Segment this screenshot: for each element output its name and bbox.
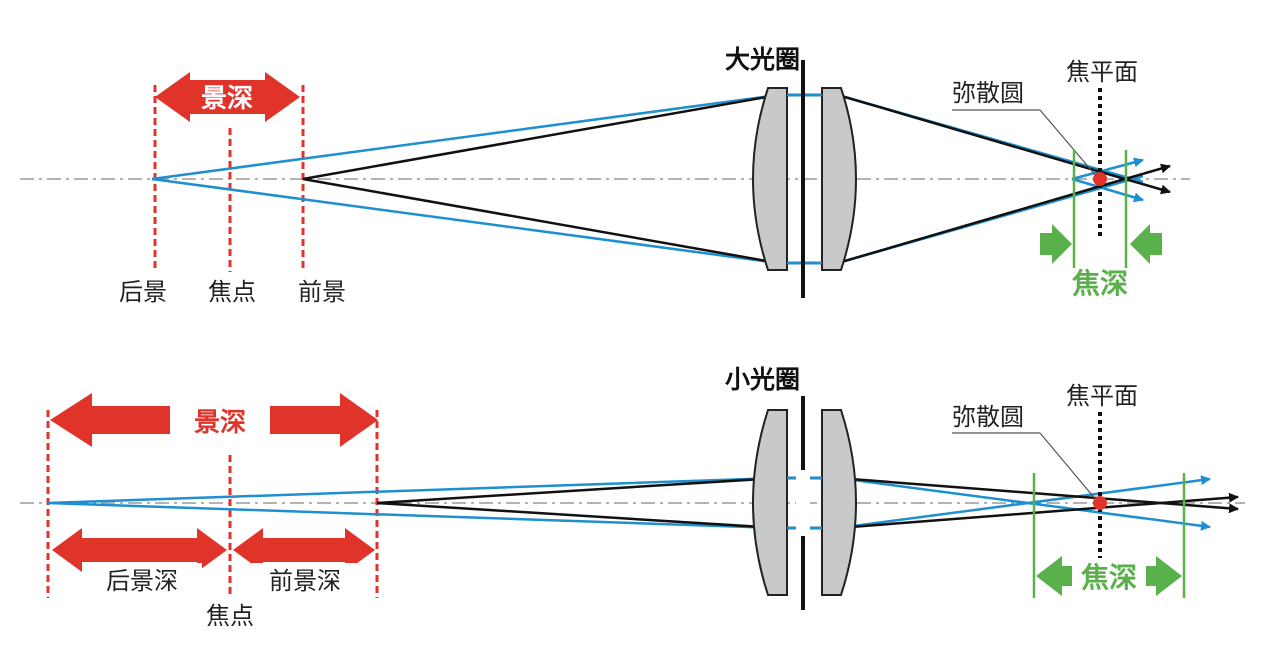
blue-ray-top-lower bbox=[151, 174, 1144, 265]
focus-label-top: 焦点 bbox=[208, 278, 256, 306]
rear-dof-label: 后景深 bbox=[106, 567, 178, 595]
lens-bottom bbox=[752, 409, 857, 596]
background-label-top: 后景 bbox=[119, 278, 167, 306]
dof-label-bottom: 景深 bbox=[194, 408, 246, 438]
green-arrow-right-top bbox=[1130, 224, 1162, 264]
focal-plane-label-bottom: 焦平面 bbox=[1066, 382, 1138, 410]
dof-arrow-top: 景深 bbox=[155, 72, 300, 122]
green-arrow-left-top bbox=[1040, 224, 1072, 264]
focus-label-bottom: 焦点 bbox=[206, 602, 254, 630]
depth-of-focus-label-bottom: 焦深 bbox=[1081, 561, 1137, 594]
foreground-label-top: 前景 bbox=[298, 278, 346, 306]
depth-of-focus-label-top: 焦深 bbox=[1072, 267, 1128, 300]
black-ray-top-lower bbox=[302, 177, 1119, 265]
circle-of-confusion-bottom bbox=[1093, 496, 1107, 510]
top-panel: 景深 大光圈 焦平面 弥散圆 bbox=[20, 45, 1190, 306]
coc-label-bottom: 弥散圆 bbox=[952, 403, 1024, 431]
aperture-label-bottom: 小光圈 bbox=[725, 365, 800, 394]
lens-top bbox=[752, 87, 857, 271]
focal-plane-label-top: 焦平面 bbox=[1066, 58, 1138, 86]
front-dof-arrow bbox=[233, 528, 375, 572]
coc-label-top: 弥散圆 bbox=[952, 79, 1024, 107]
dof-arrow-bottom: 景深 bbox=[50, 393, 378, 447]
black-ray-top-upper bbox=[302, 93, 1119, 181]
circle-of-confusion-top bbox=[1093, 172, 1107, 186]
blue-ray-top-upper bbox=[151, 93, 1144, 184]
bottom-panel: 景深 后景深 前景深 焦点 小光圈 bbox=[20, 365, 1245, 630]
rear-dof-arrow bbox=[52, 528, 227, 572]
aperture-label-top: 大光圈 bbox=[725, 45, 800, 74]
front-dof-label: 前景深 bbox=[269, 567, 341, 595]
dof-label-top: 景深 bbox=[201, 84, 253, 114]
